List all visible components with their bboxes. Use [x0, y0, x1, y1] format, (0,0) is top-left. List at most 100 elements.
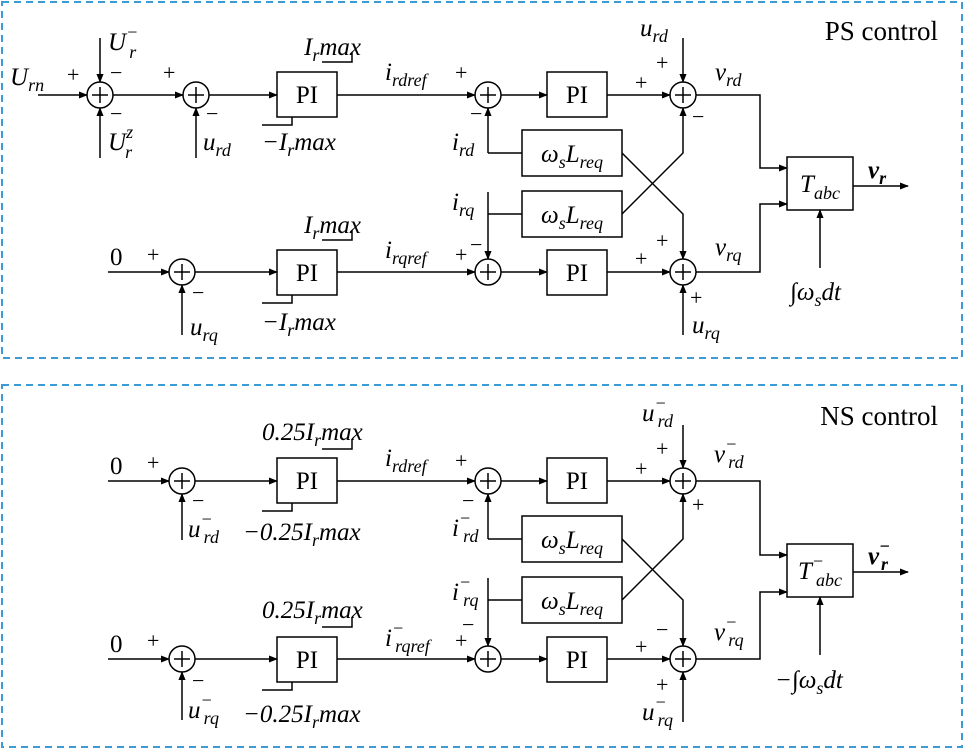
wire-vrd: [696, 94, 788, 172]
label-neg-imax: −0.25Irmax: [243, 701, 361, 732]
label-urd-ff: u−rd: [642, 393, 674, 431]
wire-vrd: [696, 480, 788, 559]
label-urq-ff: u−rq: [642, 692, 673, 730]
sign-plus: +: [635, 70, 647, 95]
sign-plus: +: [690, 285, 702, 310]
ns-panel-border: [1, 384, 963, 748]
label-vrd: v−rd: [714, 434, 745, 472]
pi-label: PI: [296, 82, 318, 109]
pi-label: PI: [566, 82, 588, 109]
sign-plus: +: [656, 672, 668, 697]
label-irq: i−rq: [452, 572, 478, 610]
pi-label: PI: [296, 647, 318, 674]
label-irqref: i−rqref: [385, 618, 433, 656]
label-urn: Urn: [10, 64, 44, 95]
sign-minus: −: [110, 60, 122, 85]
label-imax: Irmax: [303, 34, 361, 65]
omega-lreq-label: ωsLreq: [541, 141, 603, 172]
sign-minus: −: [656, 617, 668, 642]
omega-lreq-label: ωsLreq: [541, 527, 603, 558]
pi-block-outer-d: [276, 457, 338, 504]
pi-label: PI: [296, 260, 318, 287]
wire-cross-d-to-q: [621, 538, 687, 647]
label-integral: ∫ωsdt: [788, 279, 842, 310]
label-integral: −∫ωsdt: [775, 667, 844, 698]
sign-minus: −: [192, 280, 204, 305]
tabc-block: [786, 156, 854, 211]
wire-cross-d-to-q: [621, 152, 687, 260]
label-urq-ff: urq: [692, 312, 720, 343]
label-irdref: irdref: [385, 59, 430, 90]
ps-panel: PS control PI PI PI PI ωsLreq ωsLreq Tab…: [1, 1, 963, 359]
pi-label: PI: [566, 647, 588, 674]
wire-vrq: [696, 200, 788, 273]
label-imax: 0.25Irmax: [262, 419, 363, 450]
pi-label: PI: [296, 468, 318, 495]
tabc-label: Tabc: [800, 171, 840, 203]
label-vr: v−r: [868, 536, 890, 574]
sign-plus: +: [67, 62, 79, 87]
sign-minus: −: [110, 101, 122, 126]
limit-lower-q: [262, 682, 293, 691]
omega-lreq-block-q: [521, 190, 623, 238]
pi-block-outer-q: [276, 636, 338, 683]
label-irdref: irdref: [385, 445, 430, 476]
sign-plus: +: [147, 628, 159, 653]
sign-minus: −: [192, 668, 204, 693]
tabc-label: T−abc: [798, 551, 842, 590]
label-urd-fb: urd: [203, 129, 232, 160]
omega-lreq-label: ωsLreq: [541, 202, 603, 233]
label-zero: 0: [110, 244, 123, 271]
sign-plus: +: [635, 246, 647, 271]
wire-vrq: [696, 588, 788, 660]
sign-plus: +: [656, 436, 668, 461]
label-imax: 0.25Irmax: [262, 597, 363, 628]
sign-plus: +: [147, 242, 159, 267]
label-imax: Irmax: [303, 212, 361, 243]
label-ird: ird: [452, 129, 475, 160]
label-vrq: vrq: [715, 234, 741, 265]
sign-plus: +: [455, 628, 467, 653]
sign-plus: +: [455, 242, 467, 267]
sign-minus: −: [470, 232, 482, 257]
label-neg-imax: −0.25Irmax: [243, 519, 361, 550]
label-ur-neg: U−r: [108, 22, 138, 62]
label-urd-ff: urd: [640, 15, 669, 46]
sign-plus: +: [656, 50, 668, 75]
ns-panel: NS control PI PI PI PI ωsLreq ωsLreq T−a…: [1, 384, 963, 748]
limit-upper-d: [322, 52, 353, 63]
limit-upper-q: [322, 617, 353, 628]
limit-upper-q: [322, 230, 353, 241]
sign-plus: +: [635, 456, 647, 481]
pi-label: PI: [566, 260, 588, 287]
sign-minus: −: [692, 104, 704, 129]
label-zero: 0: [110, 453, 123, 480]
ps-panel-title: PS control: [825, 16, 938, 46]
sign-minus: −: [206, 101, 218, 126]
omega-lreq-label: ωsLreq: [541, 588, 603, 619]
label-urq-fb: urq: [190, 314, 218, 345]
tabc-block: [786, 543, 854, 598]
label-urd-fb: u−rd: [188, 509, 220, 547]
label-zero: 0: [110, 631, 123, 658]
sign-minus: −: [462, 612, 474, 637]
wire-cross-q-to-d: [621, 493, 687, 601]
label-vr: vr: [868, 157, 887, 188]
limit-lower-d: [262, 117, 293, 126]
sum-plus-glyphs: [174, 473, 691, 667]
sign-plus: +: [163, 60, 175, 85]
wire-cross-q-to-d: [621, 107, 687, 215]
sign-minus: −: [192, 488, 204, 513]
sign-minus: −: [462, 488, 474, 513]
pi-block-outer-d: [276, 71, 338, 118]
pi-label: PI: [566, 468, 588, 495]
sign-plus: +: [635, 634, 647, 659]
ps-panel-border: [1, 1, 963, 359]
ns-panel-title: NS control: [820, 401, 938, 431]
sign-plus: +: [455, 448, 467, 473]
sign-plus: +: [147, 450, 159, 475]
sign-plus: +: [692, 492, 704, 517]
limit-lower-q: [262, 295, 293, 304]
